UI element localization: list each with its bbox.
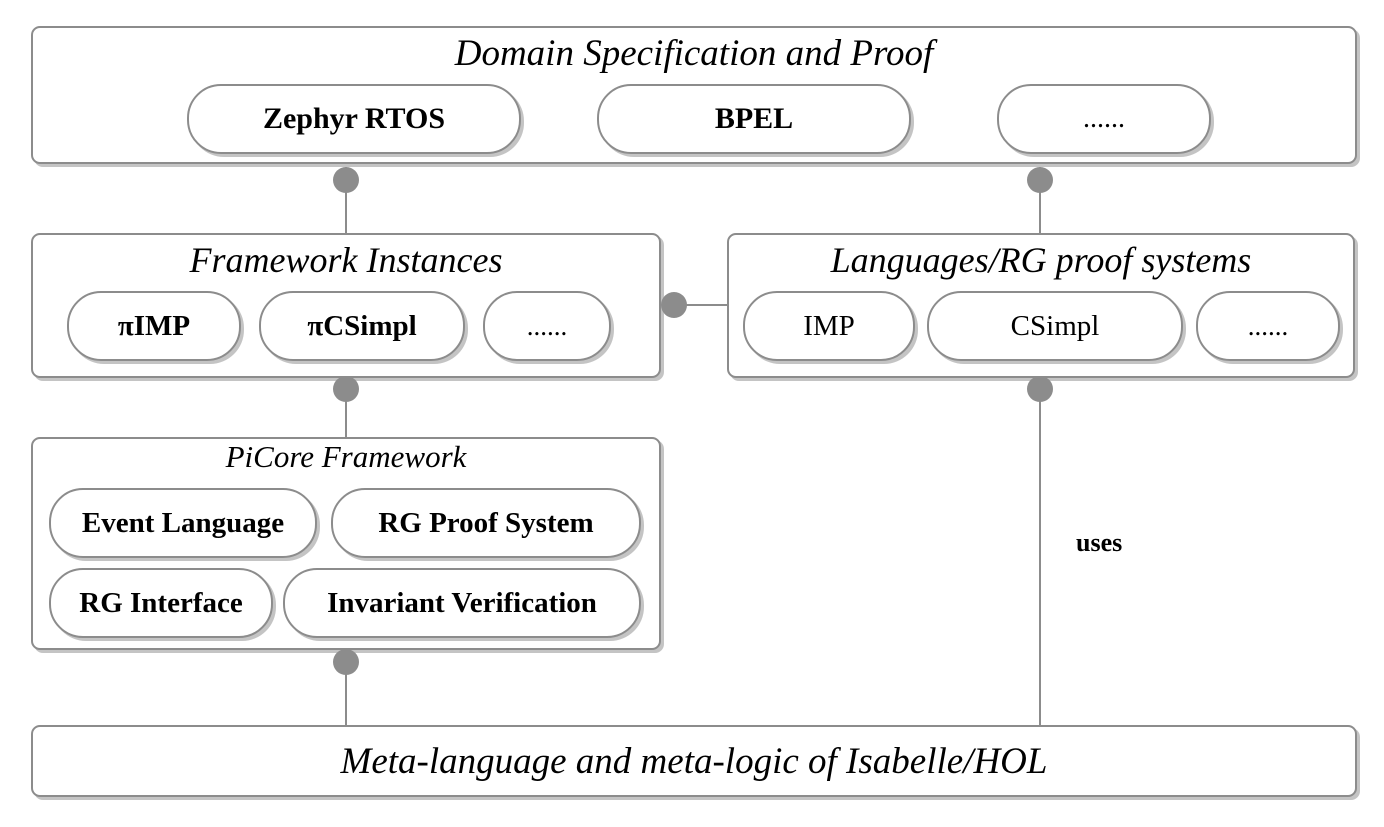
domain-item-zephyr: Zephyr RTOS bbox=[187, 84, 521, 154]
meta-language-box: Meta-language and meta-logic of Isabelle… bbox=[31, 725, 1357, 797]
language-item-imp: IMP bbox=[743, 291, 915, 361]
instance-item-pi-csimpl: πCSimpl bbox=[259, 291, 465, 361]
picore-item-event-language: Event Language bbox=[49, 488, 317, 558]
picore-item-rg-proof-system: RG Proof System bbox=[331, 488, 641, 558]
connector-dot-instances-right bbox=[661, 292, 687, 318]
connector-dot-instances-bottom bbox=[333, 376, 359, 402]
connector-dot-languages-bottom bbox=[1027, 376, 1053, 402]
language-item-csimpl: CSimpl bbox=[927, 291, 1183, 361]
picore-framework-box: PiCore Framework Event Language RG Proof… bbox=[31, 437, 661, 650]
framework-instances-title: Framework Instances bbox=[189, 240, 503, 280]
connector-picore-meta bbox=[345, 650, 347, 726]
domain-spec-title: Domain Specification and Proof bbox=[454, 33, 934, 74]
instance-item-pi-imp: πIMP bbox=[67, 291, 241, 361]
picore-framework-title: PiCore Framework bbox=[225, 439, 467, 474]
languages-box: Languages/RG proof systems IMP CSimpl ..… bbox=[727, 233, 1355, 378]
domain-item-bpel: BPEL bbox=[597, 84, 911, 154]
picore-item-rg-interface: RG Interface bbox=[49, 568, 273, 638]
instance-item-more: ...... bbox=[483, 291, 611, 361]
uses-label: uses bbox=[1076, 528, 1123, 557]
languages-title: Languages/RG proof systems bbox=[830, 240, 1252, 280]
connector-languages-meta bbox=[1039, 378, 1041, 726]
connector-dot-picore-bottom bbox=[333, 649, 359, 675]
connector-domain-instances bbox=[345, 165, 347, 235]
meta-language-title: Meta-language and meta-logic of Isabelle… bbox=[340, 741, 1048, 782]
framework-instances-box: Framework Instances πIMP πCSimpl ...... bbox=[31, 233, 661, 378]
connector-instances-languages bbox=[660, 304, 728, 306]
domain-item-more: ...... bbox=[997, 84, 1211, 154]
connector-instances-picore bbox=[345, 378, 347, 438]
domain-spec-box: Domain Specification and Proof Zephyr RT… bbox=[31, 26, 1357, 164]
connector-dot-domain-left bbox=[333, 167, 359, 193]
connector-dot-domain-right bbox=[1027, 167, 1053, 193]
connector-domain-languages bbox=[1039, 165, 1041, 235]
language-item-more: ...... bbox=[1196, 291, 1340, 361]
picore-item-invariant-verification: Invariant Verification bbox=[283, 568, 641, 638]
